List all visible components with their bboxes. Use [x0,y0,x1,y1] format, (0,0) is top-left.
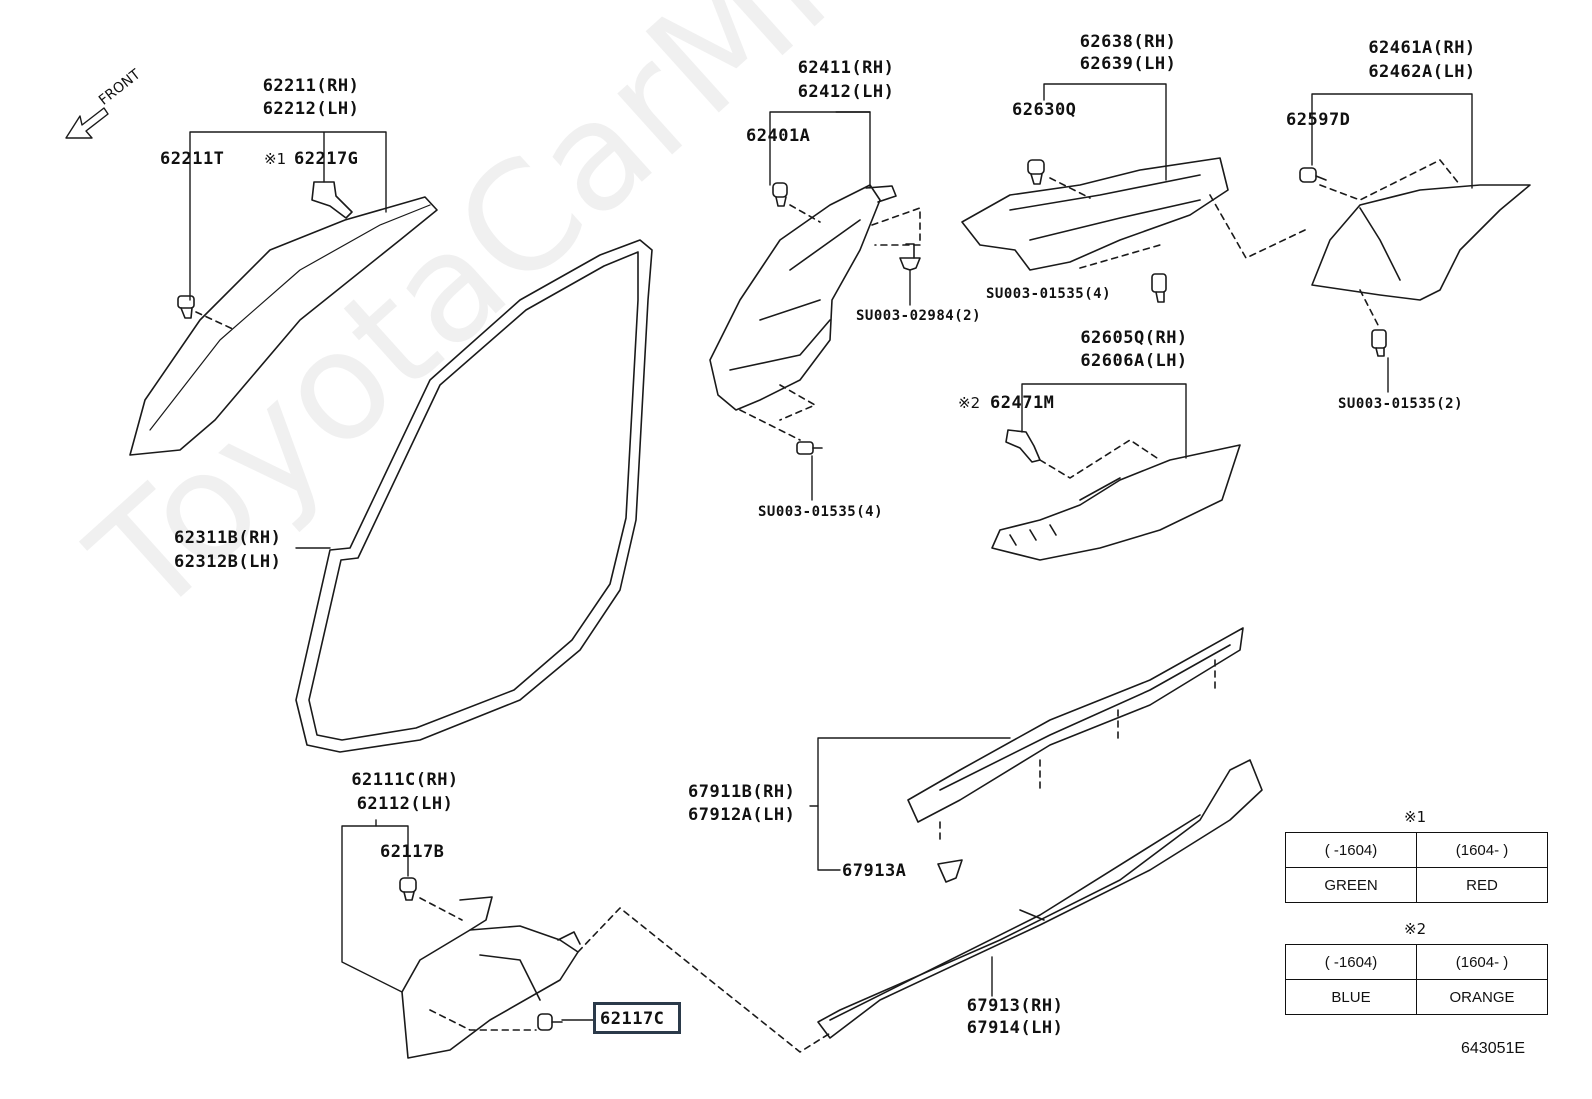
label-62117c[interactable]: 62117C [600,1009,665,1029]
leader-62411 [769,111,871,189]
label-su003-01535-b: SU003-01535(4) [986,286,1112,302]
clip-su003-01535-a-icon [796,441,823,455]
door-weatherstrip [295,239,653,753]
label-62639-lh: 62639(LH) [1079,54,1177,74]
label-67914-lh: 67914(LH) [966,1018,1064,1038]
clip-su003-01535-b-icon [1151,273,1167,303]
variant-1-left-color: GREEN [1285,867,1417,903]
label-62211t: 62211T [160,149,225,169]
label-62212-lh: 62212(LH) [262,99,360,119]
label-62401a: 62401A [746,126,811,146]
label-62211-rh: 62211(RH) [262,76,360,96]
variant-1-right-range: (1604- ) [1416,832,1548,868]
leader-62111c [341,825,409,993]
variant-2-right-range: (1604- ) [1416,944,1548,980]
label-su003-01535-c: SU003-01535(2) [1338,396,1464,412]
leader-62638 [1043,83,1167,181]
clip-su003-02984-icon [899,243,921,271]
b-pillar-upper-garnish [709,184,897,411]
label-62117b: 62117B [380,842,445,862]
label-62630q: 62630Q [1012,100,1077,120]
drawing-code: 643051E [1461,1040,1526,1057]
front-door-scuff-plate [907,627,1244,823]
label-67913a: 67913A [842,861,907,881]
label-62461a-rh: 62461A(RH) [1368,38,1476,58]
b-pillar-lower-garnish [991,444,1241,561]
clip-62471m-icon [1005,429,1041,463]
label-67913-rh: 67913(RH) [966,996,1064,1016]
leader-62211 [189,131,387,301]
roof-side-garnish [961,157,1229,271]
cowl-side-trim [401,896,581,1059]
rear-door-scuff-plate [817,759,1263,1039]
label-62597d: 62597D [1286,110,1351,130]
variant-2-right-color: ORANGE [1416,979,1548,1015]
label-62638-rh: 62638(RH) [1079,32,1177,52]
dash-62411 [871,207,921,246]
label-62411-rh: 62411(RH) [797,58,895,78]
label-62111c-rh: 62111C(RH) [351,770,459,790]
label-62217g: 62217G [294,149,359,169]
label-su003-01535-a: SU003-01535(4) [758,504,884,520]
a-pillar-garnish [129,196,438,456]
variant-2-mark: ※2 [1404,920,1427,938]
dash-62211t [195,311,236,331]
variant-2-table: ( -1604) (1604- ) BLUE ORANGE [1285,944,1548,1015]
leader-62461a [1311,93,1473,189]
highlight-box [593,1002,681,1034]
clip-su003-01535-c-icon [1371,329,1387,357]
label-62412-lh: 62412(LH) [797,82,895,102]
leader-62605q [1021,383,1187,459]
clip-62217g-icon [311,181,353,219]
label-62311b-rh: 62311B(RH) [174,528,282,548]
label-62312b-lh: 62312B(LH) [174,552,282,572]
clip-62117b-icon [399,877,417,901]
clip-62597d-icon [1299,167,1327,183]
label-67912a-lh: 67912A(LH) [688,805,796,825]
label-62112-lh: 62112(LH) [356,794,454,814]
variant-1-table: ( -1604) (1604- ) GREEN RED [1285,832,1548,903]
label-62462a-lh: 62462A(LH) [1368,62,1476,82]
variant-2-left-range: ( -1604) [1285,944,1417,980]
front-arrow-icon [65,107,109,139]
label-67911b-rh: 67911B(RH) [688,782,796,802]
dash-connector [577,907,833,1053]
variant-1-right-color: RED [1416,867,1548,903]
label-su003-02984: SU003-02984(2) [856,308,982,324]
mark-2-a: ※2 [958,394,981,412]
clip-62630q-icon [1027,159,1045,185]
variant-1-mark: ※1 [1404,808,1427,826]
variant-1-left-range: ( -1604) [1285,832,1417,868]
clip-62117c-icon [537,1013,563,1031]
clip-67913a-icon [937,859,963,883]
clip-62401a-icon [772,182,788,207]
variant-2-left-color: BLUE [1285,979,1417,1015]
clip-62211t-icon [177,295,195,319]
leader-67911b [817,737,1011,871]
mark-1-a: ※1 [264,150,287,168]
label-62471m: 62471M [990,393,1055,413]
label-62606a-lh: 62606A(LH) [1080,351,1188,371]
label-62605q-rh: 62605Q(RH) [1080,328,1188,348]
c-pillar-garnish [1311,184,1531,301]
